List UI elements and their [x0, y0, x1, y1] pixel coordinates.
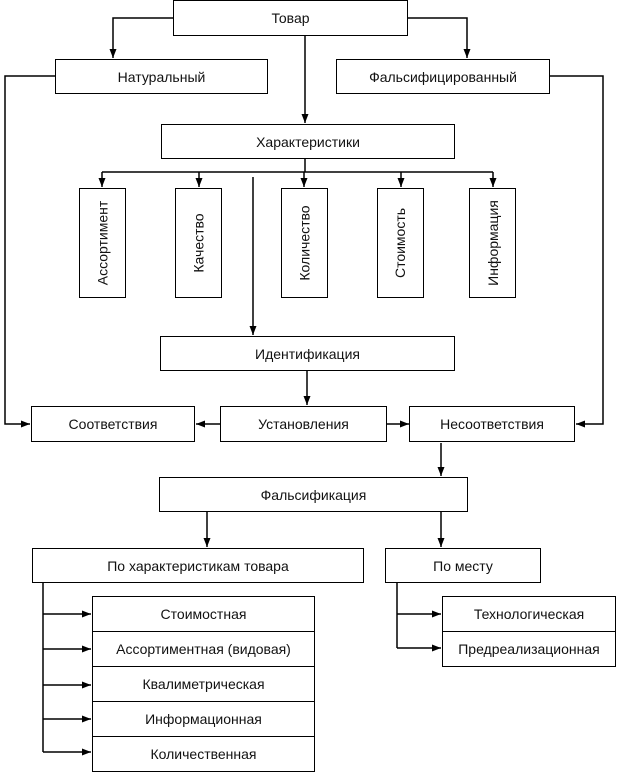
node-falsification: Фальсификация: [159, 477, 468, 512]
node-char-information: Информация: [469, 188, 516, 298]
node-by-place: По месту: [385, 548, 541, 583]
node-type-informational: Информационная: [92, 701, 315, 737]
node-type-presale: Предреализационная: [442, 631, 616, 667]
node-char-quantity: Количество: [281, 188, 328, 298]
node-char-quality: Качество: [175, 188, 222, 298]
node-type-qualimetric: Квалиметрическая: [92, 666, 315, 702]
arrow-root-falsified: [408, 17, 471, 58]
node-char-assortment: Ассортимент: [79, 188, 126, 298]
node-nonconformity: Несоответствия: [409, 406, 575, 442]
node-type-technological: Технологическая: [442, 596, 616, 632]
node-root: Товар: [173, 0, 408, 36]
node-type-cost: Стоимостная: [92, 596, 315, 632]
node-establishment: Установления: [220, 406, 387, 442]
node-char-cost: Стоимость: [377, 188, 424, 298]
arrow-falsified-nonconformity: [550, 75, 604, 428]
node-characteristics: Характеристики: [161, 124, 455, 159]
node-identification: Идентификация: [160, 336, 455, 371]
node-type-assortment: Ассортиментная (видовая): [92, 631, 315, 667]
node-natural: Натуральный: [55, 59, 268, 94]
arrow-root-natural: [109, 17, 173, 58]
node-falsified: Фальсифицированный: [336, 59, 550, 94]
node-type-quantitative: Количественная: [92, 736, 315, 772]
node-by-characteristics: По характеристикам товара: [32, 548, 364, 583]
arrow-natural-conformity: [4, 75, 55, 428]
node-conformity: Соответствия: [31, 406, 195, 442]
